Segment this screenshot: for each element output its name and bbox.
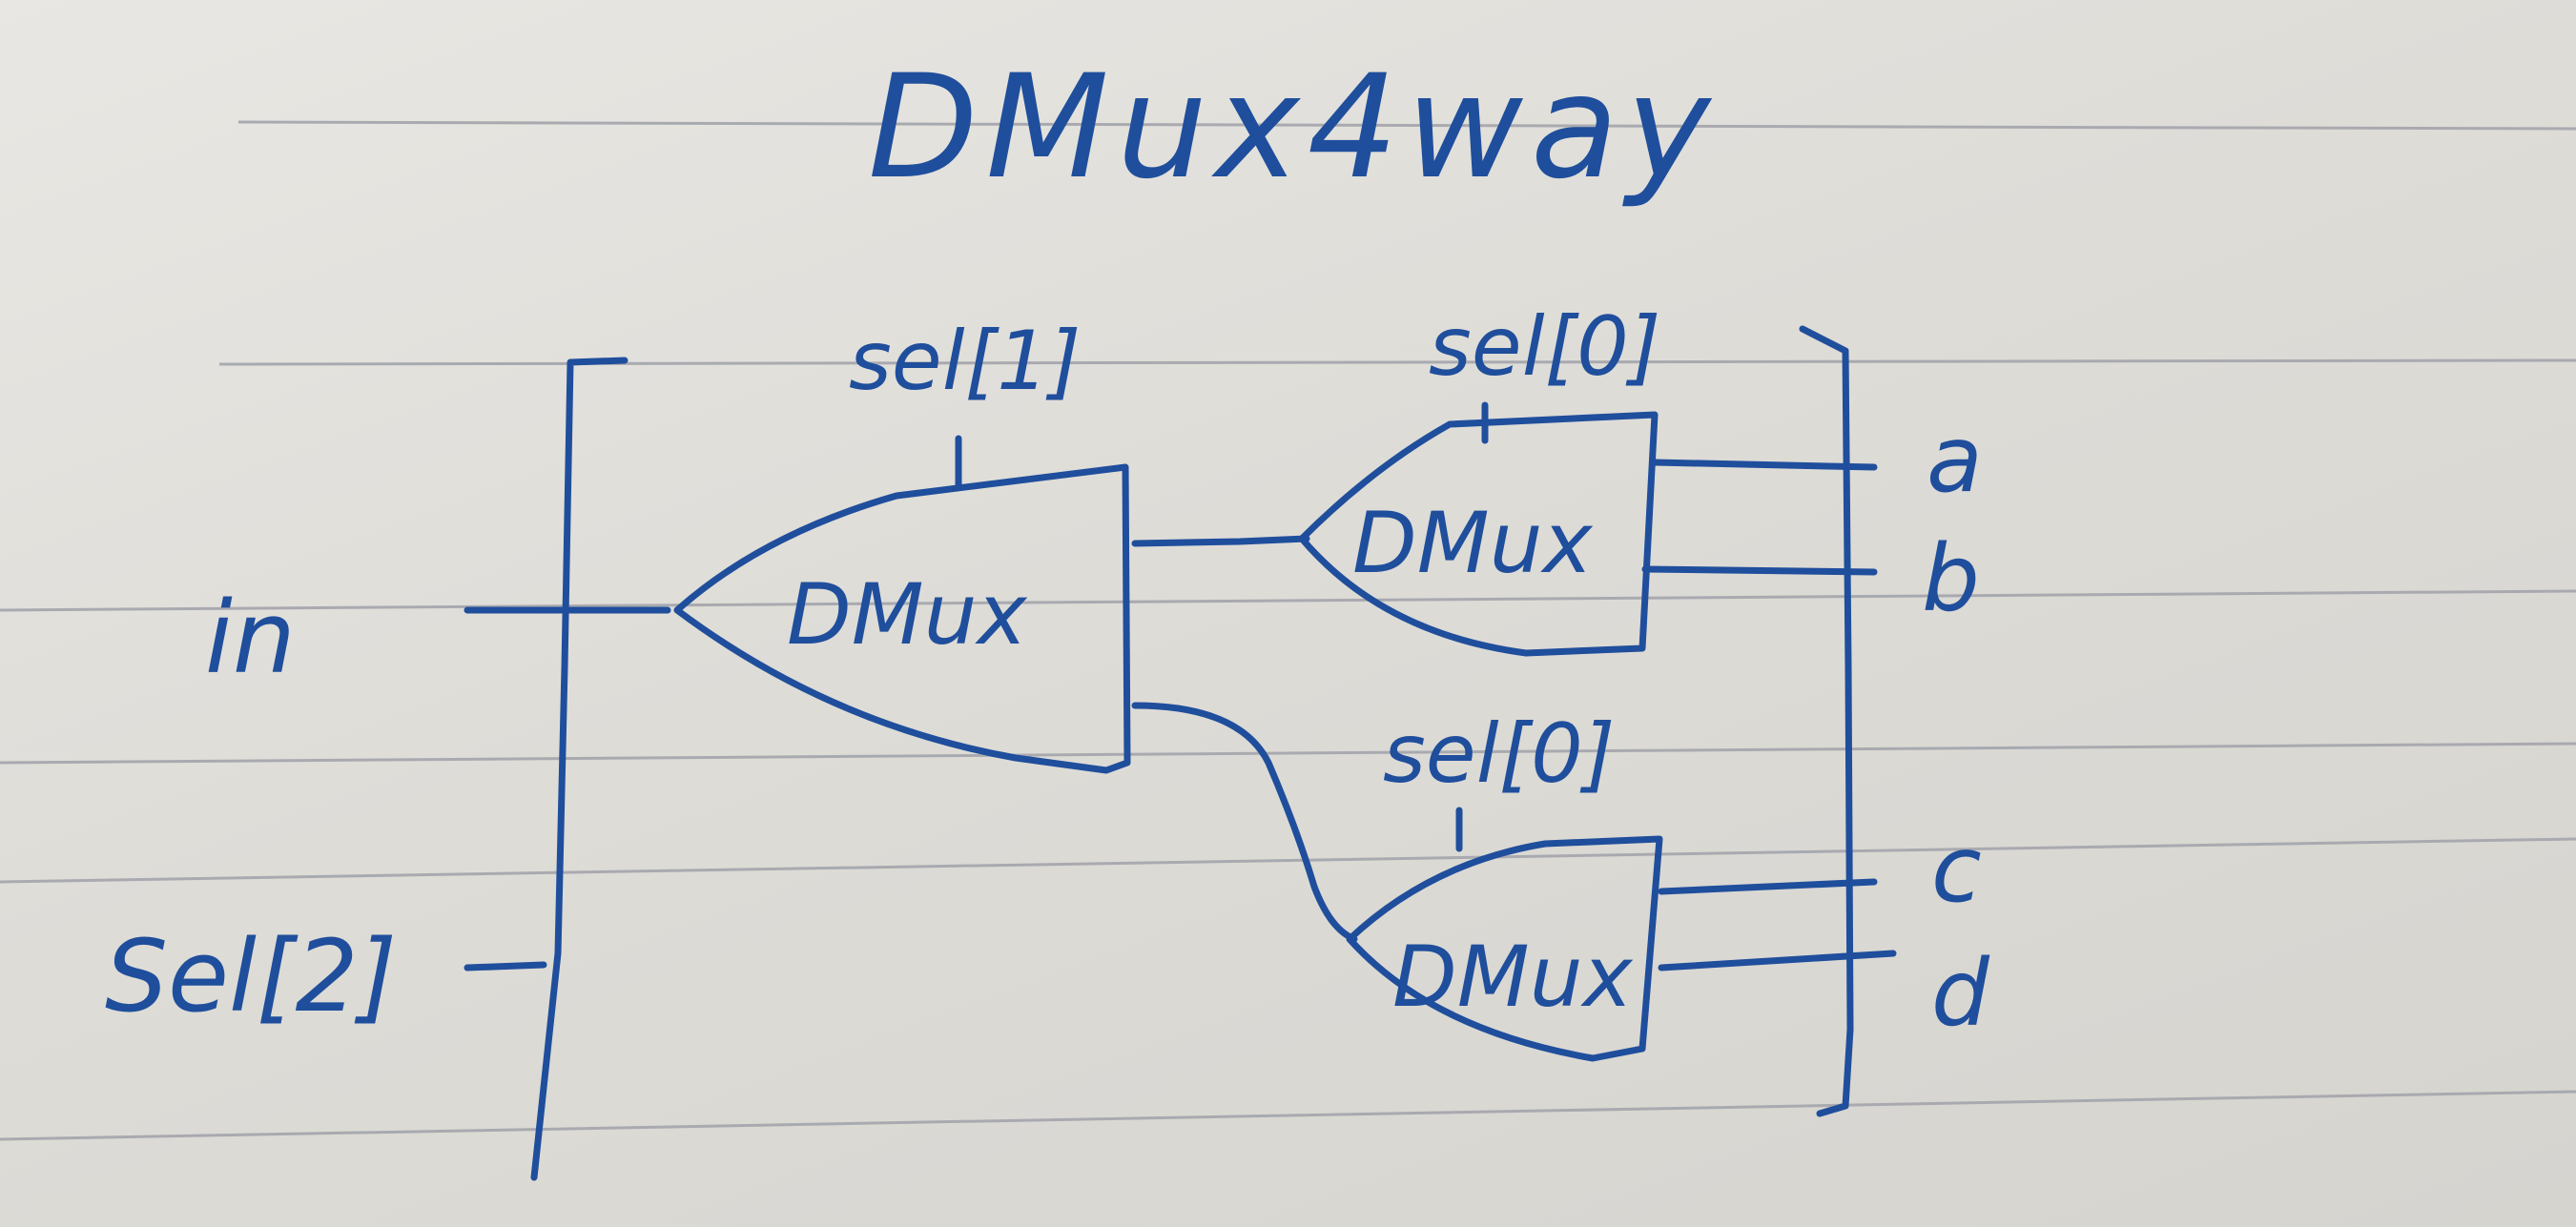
sel2-label: Sel[2] [105, 918, 397, 1034]
in-label: in [205, 580, 296, 696]
wire-left-to-lower [1131, 702, 1358, 943]
lower-right-dmux-gate: DMux [1346, 807, 1663, 1062]
upper-right-dmux-gate: DMux [1298, 401, 1659, 657]
output-c-label: c [1931, 816, 1982, 923]
wire-output-b [1641, 565, 1878, 576]
sel1-label: sel[1] [849, 314, 1081, 409]
diagram-title: DMux4way [868, 45, 1719, 211]
wire-output-a [1651, 459, 1878, 471]
lower-right-dmux-label: DMux [1392, 928, 1633, 1026]
upper-right-dmux-label: DMux [1352, 494, 1593, 592]
output-d-label: d [1931, 940, 1990, 1047]
output-a-label: a [1927, 406, 1983, 513]
wire-output-d [1658, 950, 1897, 971]
output-b-label: b [1922, 525, 1980, 632]
left-dmux-label: DMux [787, 565, 1027, 664]
wire-output-c [1658, 878, 1878, 895]
sel2-wire [464, 961, 547, 971]
chip-left-bracket [530, 357, 629, 1181]
sel0-bottom-label: sel[0] [1383, 706, 1615, 802]
sel0-top-label: sel[0] [1429, 299, 1660, 395]
chip-right-bracket [1799, 325, 1854, 1117]
left-dmux-gate: DMux [673, 435, 1131, 774]
wire-left-to-upper [1131, 535, 1310, 547]
